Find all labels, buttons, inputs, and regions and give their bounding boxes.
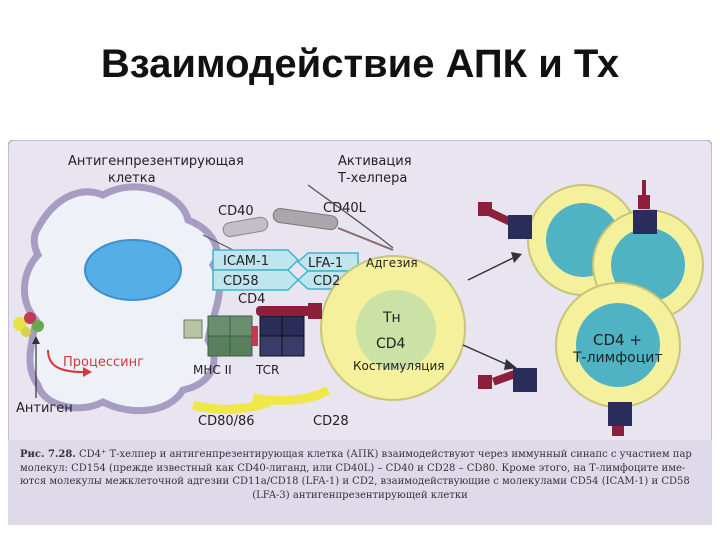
- t-helper-cell: [320, 255, 466, 401]
- figure-caption: Рис. 7.28. CD4⁺ Т-хелпер и антигенпрезен…: [20, 448, 700, 502]
- antigen-label: Антиген: [16, 401, 73, 416]
- caption-line-3: ются молекулы межклеточной адгезии CD11a…: [20, 476, 690, 487]
- caption-line-1-text: CD4⁺ Т-хелпер и антигенпрезентирующая кл…: [75, 449, 692, 460]
- cd28-arrow: [191, 397, 272, 414]
- lfa1-label: LFA-1: [308, 256, 343, 271]
- mhc-tcr-complex: [183, 303, 322, 357]
- icam1-label: ICAM-1: [223, 254, 269, 269]
- th-cd4-label: CD4: [376, 336, 406, 352]
- activation-label-line2: Т-хелпера: [337, 171, 407, 186]
- apc-pointer: [202, 234, 234, 251]
- processing-arrow: [47, 349, 84, 373]
- cd80-86-arrow: [252, 386, 331, 405]
- activation-arrowhead-up: [511, 252, 522, 263]
- apc-nucleus: [84, 239, 182, 301]
- antigen-blob: [24, 312, 36, 324]
- apc-label-line2: клетка: [108, 171, 156, 186]
- activation-arrowhead-down: [504, 359, 517, 370]
- t-helper-nucleus: [356, 290, 436, 370]
- cd4-receptor-label: CD4: [238, 292, 265, 307]
- activation-label-line1: Активация: [338, 154, 412, 169]
- receptor-cluster: [633, 180, 657, 234]
- mhc2-label: MHC II: [193, 363, 232, 377]
- caption-panel: [8, 440, 712, 525]
- adhesion-label: Адгезия: [366, 256, 418, 270]
- antigen-blob: [32, 320, 44, 332]
- cd58-arrow: [212, 269, 300, 291]
- cd40-molecule: [222, 216, 269, 238]
- activation-arrow-down: [462, 344, 509, 366]
- cd40-connector: [337, 227, 394, 251]
- costimulation-label: Костимуляция: [353, 359, 444, 373]
- t-lymphocyte-nucleus: [576, 303, 660, 387]
- cd40l-molecule: [272, 208, 339, 231]
- processing-label: Процессинг: [63, 355, 144, 370]
- activation-arrow: [307, 184, 394, 249]
- caption-line-2: молекул: CD154 (прежде известный как CD4…: [20, 462, 686, 474]
- antigen-blob: [13, 317, 27, 331]
- antigen-blob: [21, 327, 31, 337]
- cd40l-label: CD40L: [323, 201, 367, 216]
- caption-figure-number: Рис. 7.28.: [20, 449, 76, 460]
- tcr-label: TCR: [255, 363, 279, 377]
- tlymph-label: Т-лимфоцит: [572, 350, 663, 366]
- cd80-86-label: CD80/86: [198, 414, 255, 429]
- cd58-label: CD58: [223, 274, 259, 289]
- processing-arrowhead: [83, 367, 92, 377]
- activation-arrow-up: [467, 257, 514, 281]
- tlymph-cd4-label: CD4 +: [593, 331, 642, 349]
- th-label: Tн: [382, 310, 401, 326]
- receptor-cluster: [478, 202, 532, 239]
- caption-line-1: Рис. 7.28. CD4⁺ Т-хелпер и антигенпрезен…: [20, 448, 700, 462]
- icam1-arrow: [212, 249, 300, 271]
- cd40-label: CD40: [218, 204, 254, 219]
- slide-title: Взаимодействие АПК и Тх: [100, 42, 620, 86]
- antigen-arrowhead: [32, 336, 40, 344]
- receptor-cluster: [478, 367, 537, 392]
- cd28-label: CD28: [313, 414, 349, 429]
- immune-synapse-diagram: Антигенпрезентирующая клетка Активация Т…: [8, 140, 712, 525]
- receptor-cluster: [608, 402, 632, 436]
- caption-line-4: (LFA-3) антигенпрезентирующей клетки: [252, 489, 468, 501]
- apc-label-line1: Антигенпрезентирующая: [68, 154, 244, 169]
- cd2-label: CD2: [313, 274, 340, 289]
